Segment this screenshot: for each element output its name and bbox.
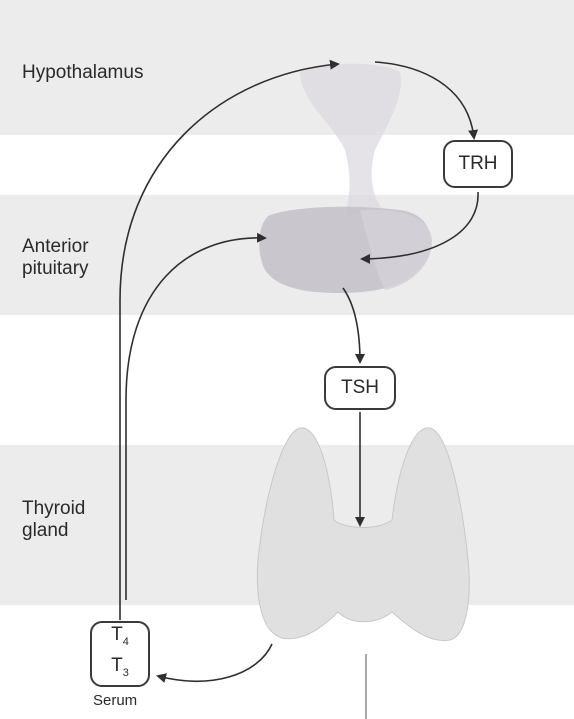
t3-label: T3 (111, 654, 129, 685)
trh-label: TRH (458, 153, 497, 175)
hypothalamus-stalk-shape (300, 64, 401, 215)
t4-label: T4 (111, 623, 129, 654)
tsh-box: TSH (324, 366, 396, 410)
serum-label: Serum (93, 692, 137, 709)
arrow-pituitary-to-tsh (343, 288, 360, 362)
thyroid-gland-label: Thyroid gland (22, 498, 85, 542)
serum-hormone-box: T4 T3 (90, 621, 150, 687)
hypothalamus-label: Hypothalamus (22, 62, 143, 84)
feedback-arrow-to-pituitary (126, 238, 265, 600)
thyroid-gland-shape (257, 428, 469, 641)
arrow-thyroid-to-serum (158, 644, 272, 681)
trh-box: TRH (443, 140, 513, 188)
anterior-pituitary-label: Anterior pituitary (22, 236, 89, 280)
tsh-label: TSH (341, 377, 379, 399)
